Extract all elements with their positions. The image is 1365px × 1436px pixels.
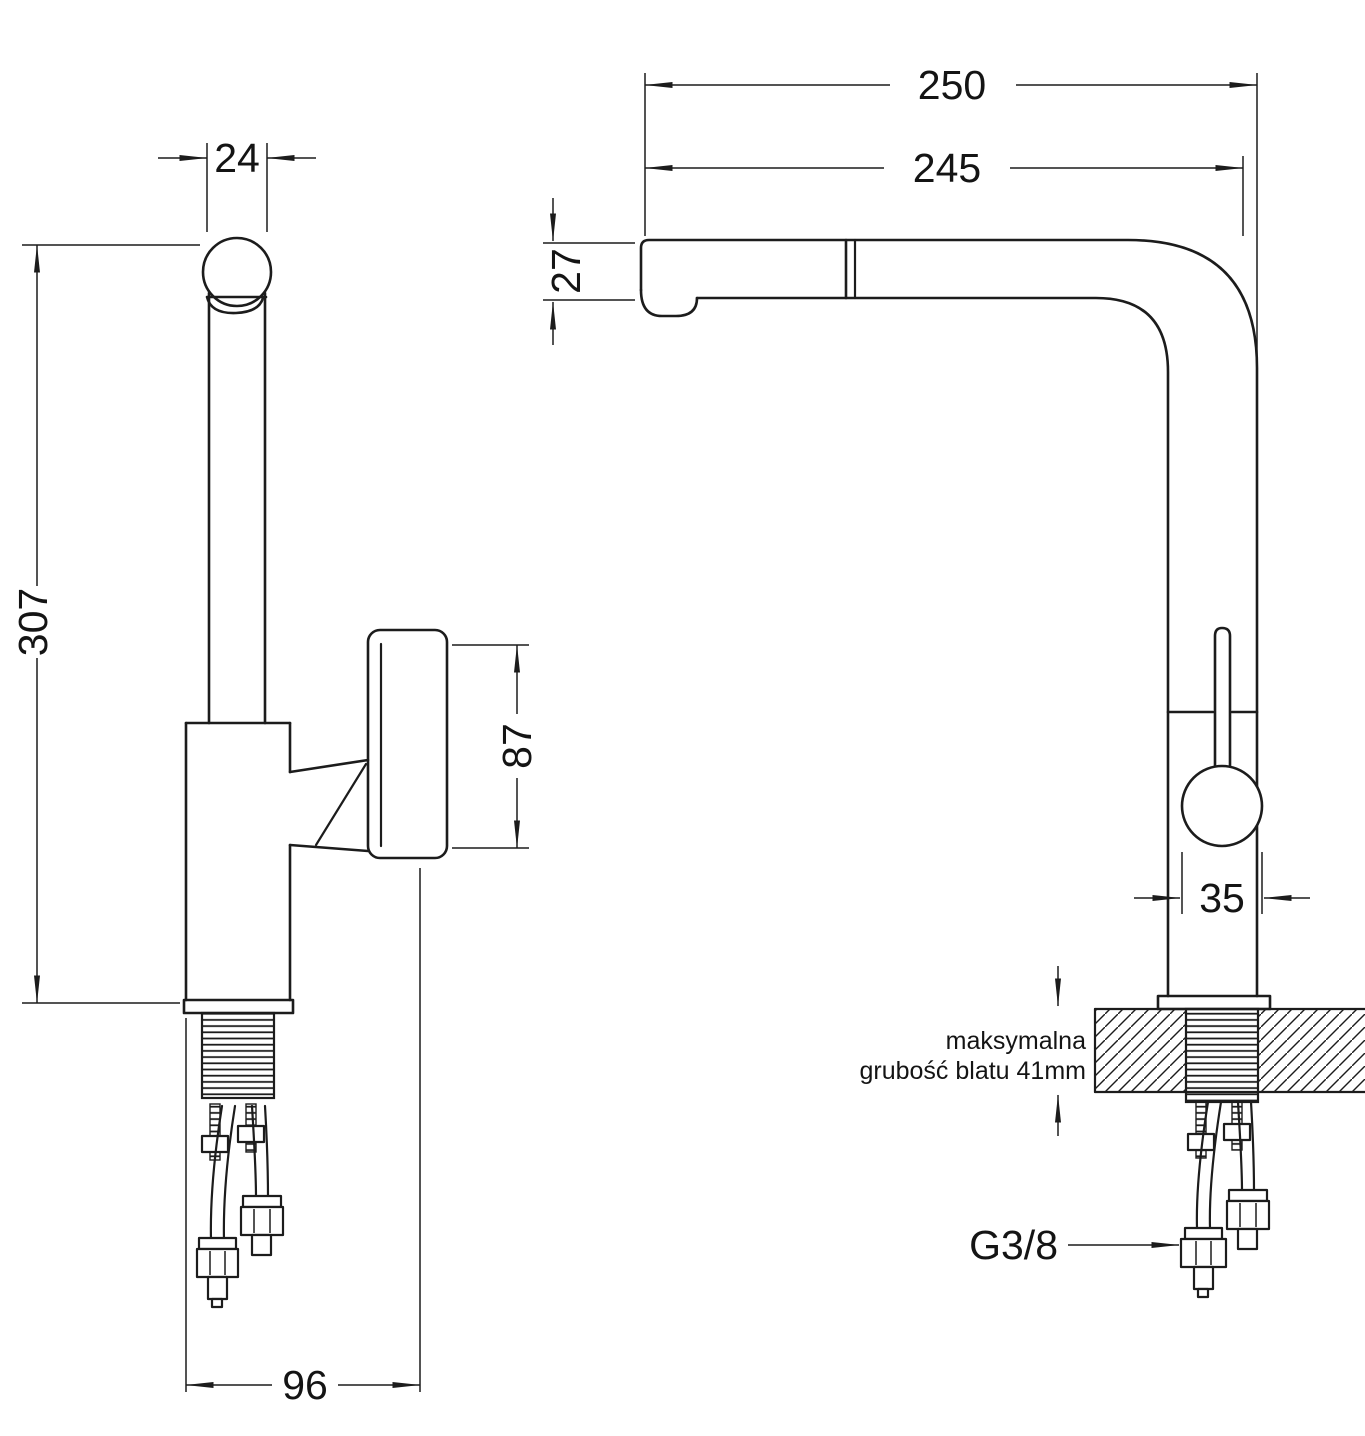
side-view: 24 307 87 96	[10, 135, 540, 1408]
handle-ball	[1180, 764, 1264, 848]
dim-g38-value: G3/8	[969, 1222, 1058, 1268]
hose-hex-nut	[239, 1205, 285, 1237]
dim-307-value: 307	[10, 588, 56, 656]
dimension-g38: G3/8	[969, 1222, 1180, 1268]
countertop-hatch-right	[1258, 1010, 1365, 1091]
neck-pipe-side	[207, 291, 267, 725]
dimension-250: 250	[644, 62, 1258, 362]
mounting-nut	[1222, 1122, 1252, 1142]
countertop-note-line2: grubość blatu 41mm	[859, 1057, 1086, 1085]
dim-87-value: 87	[494, 723, 540, 769]
spout-and-riser-front	[639, 238, 1259, 998]
hose-collar	[1227, 1188, 1269, 1203]
threaded-shank	[200, 1011, 276, 1100]
dimension-24: 24	[158, 135, 316, 232]
handle-side	[288, 628, 449, 860]
countertop-hatch-left	[1096, 1010, 1186, 1091]
spout-inner-contour	[695, 296, 1170, 998]
dim-250-value: 250	[918, 62, 986, 108]
mounting-hardware-front	[1186, 1101, 1252, 1159]
countertop-section: maksymalna grubość blatu 41mm	[859, 966, 1365, 1136]
hose-collar	[197, 1236, 238, 1251]
mounting-nut	[236, 1124, 266, 1144]
dimension-307: 307	[10, 244, 200, 1004]
hose-hex-nut	[1179, 1237, 1228, 1269]
hose-collar	[241, 1194, 283, 1209]
mounting-thread-side	[200, 1011, 276, 1100]
dimension-87: 87	[452, 644, 540, 849]
mounting-hardware-side	[200, 1103, 266, 1161]
lever-handle-front	[1180, 626, 1264, 848]
dim-96-value: 96	[282, 1362, 328, 1408]
dimension-96: 96	[185, 868, 421, 1408]
dim-35-value: 35	[1199, 875, 1245, 921]
supply-hoses-side	[195, 1104, 285, 1309]
spout-outer-contour	[639, 238, 1259, 998]
front-view: maksymalna grubość blatu 41mm	[543, 62, 1365, 1299]
spout-ball	[201, 236, 273, 308]
supply-hoses-front	[1179, 1100, 1271, 1299]
dim-27-value: 27	[543, 248, 589, 294]
hose-hex-nut	[1225, 1199, 1271, 1231]
hose-hex-nut	[195, 1247, 240, 1279]
spout-head-side	[201, 236, 273, 315]
dimension-27: 27	[543, 198, 635, 345]
hose-collar	[1183, 1226, 1224, 1241]
handle-lever-plate	[366, 628, 449, 860]
aerator-side	[205, 295, 265, 315]
threaded-shank-front	[1184, 1007, 1260, 1104]
dim-24-value: 24	[214, 135, 260, 181]
dim-245-value: 245	[913, 145, 981, 191]
aerator-front	[639, 288, 699, 318]
countertop-note-line1: maksymalna	[946, 1027, 1086, 1055]
dimension-245: 245	[644, 145, 1244, 236]
base-flange-front	[1156, 994, 1272, 1011]
dimension-35: 35	[1134, 852, 1310, 921]
faucet-body-side	[182, 721, 295, 1015]
handle-stick	[1213, 626, 1232, 794]
base-flange-side	[182, 998, 295, 1015]
